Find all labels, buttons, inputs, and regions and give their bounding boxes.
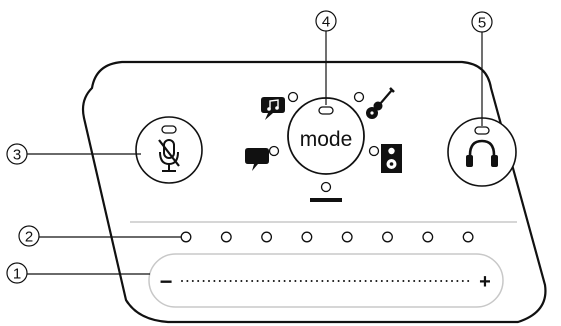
slider-track-dot <box>337 280 340 282</box>
slider-track-dot <box>235 280 237 282</box>
mode-button[interactable]: mode <box>287 97 365 175</box>
volume-minus-sign: − <box>160 269 173 294</box>
guitar-mode-led <box>353 91 365 103</box>
slider-track-dot <box>370 280 372 282</box>
slider-track-dot <box>240 280 243 282</box>
speaker-icon <box>381 144 402 173</box>
slider-track-dot <box>332 280 335 282</box>
slider-track-dot <box>391 280 394 282</box>
svg-text:5: 5 <box>478 15 486 32</box>
microphone-mute-icon <box>158 139 180 172</box>
slider-track-dot <box>202 280 205 282</box>
level-meter <box>180 231 474 243</box>
slider-track-dot <box>191 280 194 282</box>
slider-track-dot <box>245 280 248 282</box>
meter-led <box>382 231 393 243</box>
slider-track-dot <box>229 280 232 282</box>
slider-track-dot <box>407 280 410 282</box>
svg-text:2: 2 <box>25 229 33 246</box>
slider-track-dot <box>256 280 259 282</box>
callout-5: 5 <box>471 11 493 33</box>
volume-slider[interactable] <box>148 253 504 308</box>
slider-track-dot <box>321 280 324 282</box>
slider-track-dot <box>402 280 405 282</box>
slider-track-dot <box>380 280 383 282</box>
slider-track-dot <box>208 280 210 282</box>
slider-track-dot <box>213 280 216 282</box>
slider-track-dot <box>251 280 254 282</box>
slider-track-dot <box>429 280 432 282</box>
loud-mode-led <box>368 145 380 157</box>
svg-text:1: 1 <box>13 266 21 283</box>
slider-track-dot <box>343 280 345 282</box>
flat-mode-led <box>320 181 332 193</box>
slider-track-dot <box>397 280 399 282</box>
headphone-button[interactable] <box>447 117 517 187</box>
slider-track-dot <box>316 280 318 282</box>
slider-track-dot <box>424 280 426 282</box>
slider-track-dot <box>294 280 297 282</box>
slider-track-dot <box>418 280 421 282</box>
slider-track-dot <box>267 280 270 282</box>
slider-track-dot <box>181 280 183 282</box>
headphone-led <box>474 126 490 135</box>
slider-track-dot <box>283 280 286 282</box>
meter-led <box>301 231 313 243</box>
slider-track-dot <box>413 280 416 282</box>
slider-track-dot <box>299 280 302 282</box>
slider-track-dot <box>278 280 281 282</box>
music-mode-led <box>287 91 299 103</box>
meter-led <box>462 231 474 243</box>
slider-track-dot <box>262 280 264 282</box>
slider-track-dot <box>353 280 356 282</box>
slider-track-dot <box>375 280 378 282</box>
slider-track-dot <box>326 280 329 282</box>
mute-button[interactable] <box>135 116 203 184</box>
meter-led <box>220 231 232 243</box>
slider-track-dot <box>186 280 189 282</box>
speech-bubble-icon <box>245 148 269 171</box>
slider-track-dot <box>310 280 313 282</box>
slider-track-dot <box>272 280 275 282</box>
slider-track-dot <box>197 280 200 282</box>
slider-dots <box>181 280 470 282</box>
callout-2: 2 <box>18 225 40 247</box>
music-note-bubble-icon <box>261 97 285 120</box>
acoustic-guitar-icon <box>366 87 395 119</box>
slider-track-dot <box>445 280 448 282</box>
meter-led <box>180 231 192 243</box>
svg-text:4: 4 <box>322 14 330 31</box>
meter-led <box>341 231 353 243</box>
callout-4: 4 <box>315 10 337 32</box>
mute-led <box>161 125 177 134</box>
mode-label: mode <box>300 128 353 151</box>
meter-led <box>422 231 434 243</box>
slider-track-dot <box>224 280 227 282</box>
slider-track-dot <box>305 280 308 282</box>
callout-3: 3 <box>6 143 28 165</box>
speech-mode-led <box>268 145 280 157</box>
slider-track-dot <box>451 280 453 282</box>
slider-track-dot <box>467 280 470 282</box>
slider-track-dot <box>434 280 437 282</box>
svg-text:3: 3 <box>13 147 21 164</box>
slider-track-dot <box>348 280 351 282</box>
meter-led <box>261 231 273 243</box>
mode-led <box>318 106 334 115</box>
slider-track-dot <box>386 280 389 282</box>
callout-1: 1 <box>6 262 28 284</box>
slider-track-dot <box>440 280 443 282</box>
volume-plus-sign: + <box>479 271 491 293</box>
slider-track-dot <box>456 280 459 282</box>
flat-bar-icon <box>310 198 342 202</box>
headphones-icon <box>466 139 498 167</box>
slider-track-dot <box>359 280 362 282</box>
slider-track-dot <box>289 280 291 282</box>
slider-track-dot <box>364 280 367 282</box>
slider-track-dot <box>461 280 464 282</box>
slider-track-dot <box>218 280 221 282</box>
